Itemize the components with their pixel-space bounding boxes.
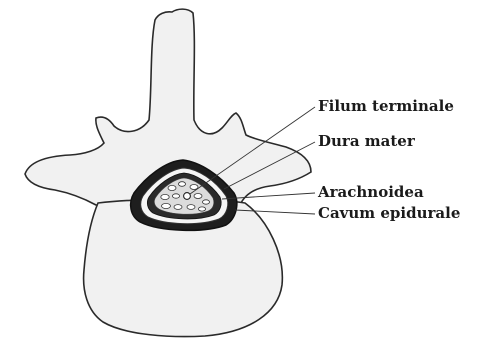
label-dura-mater: Dura mater xyxy=(318,132,416,150)
label-cavum-epidurale: Cavum epidurale xyxy=(318,204,460,222)
filum-terminale-structure xyxy=(184,193,191,200)
label-arachnoidea: Arachnoidea xyxy=(317,183,424,201)
label-filum-terminale: Filum terminale xyxy=(318,97,454,115)
